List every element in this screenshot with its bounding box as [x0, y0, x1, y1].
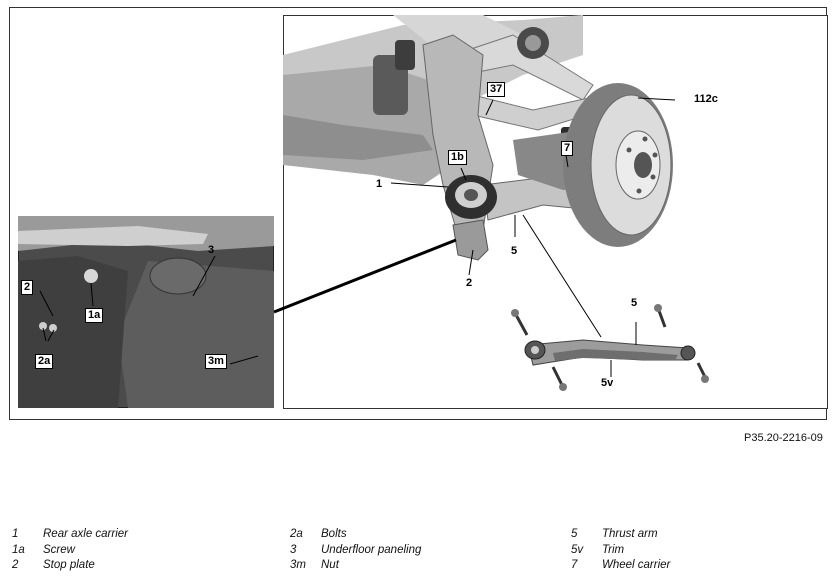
- legend-item: 5 Thrust arm: [571, 528, 670, 544]
- legend-item: 1 Rear axle carrier: [12, 528, 128, 544]
- callout-37: 37: [487, 82, 506, 97]
- callout-5v: 5v: [601, 377, 614, 389]
- legend-label: Stop plate: [43, 559, 95, 571]
- legend-column-1: 1 Rear axle carrier 1a Screw 2 Stop plate: [12, 528, 128, 575]
- legend-key: 3: [290, 543, 297, 556]
- legend-key: 2: [12, 559, 19, 571]
- legend-label: Wheel carrier: [602, 559, 671, 571]
- legend-label: Bolts: [321, 528, 347, 540]
- legend-key: 5: [571, 528, 578, 540]
- callout-3m: 3m: [205, 354, 227, 369]
- legend-key: 1: [12, 528, 19, 540]
- callout-1b: 1b: [448, 150, 467, 165]
- legend-item: 3 Underfloor paneling: [290, 544, 421, 560]
- callout-5-main: 5: [511, 245, 518, 257]
- legend-item: 5v Trim: [571, 544, 670, 560]
- legend-column-2: 2a Bolts 3 Underfloor paneling 3m Nut: [290, 528, 421, 575]
- legend-key: 3m: [290, 559, 306, 571]
- callout-2-inset: 2: [21, 280, 34, 295]
- legend-item: 1a Screw: [12, 544, 128, 560]
- legend-item: 3m Nut: [290, 559, 421, 575]
- callout-7: 7: [561, 141, 574, 156]
- callout-1a: 1a: [85, 308, 104, 323]
- callout-112c: 112c: [694, 93, 718, 105]
- legend-label: Thrust arm: [602, 528, 658, 540]
- underfloor-inset-photo: [18, 216, 274, 408]
- legend-label: Underfloor paneling: [321, 543, 422, 556]
- callout-1: 1: [376, 178, 383, 190]
- rear-axle-photo: [283, 15, 828, 409]
- legend-item: 2a Bolts: [290, 528, 421, 544]
- callout-5-exploded: 5: [631, 297, 638, 309]
- inset-connector-line: [273, 238, 457, 314]
- callout-2a: 2a: [35, 354, 54, 369]
- legend-label: Screw: [43, 543, 75, 556]
- legend-item: 2 Stop plate: [12, 559, 128, 575]
- legend-item: 7 Wheel carrier: [571, 559, 670, 575]
- legend-column-3: 5 Thrust arm 5v Trim 7 Wheel carrier: [571, 528, 670, 575]
- figure-code: P35.20-2216-09: [744, 432, 823, 444]
- legend-label: Rear axle carrier: [43, 528, 128, 540]
- legend-key: 5v: [571, 543, 584, 556]
- callout-2-main: 2: [466, 277, 473, 289]
- callout-3: 3: [208, 244, 215, 256]
- legend-label: Nut: [321, 559, 339, 571]
- legend-key: 1a: [12, 543, 25, 556]
- legend-label: Trim: [602, 543, 625, 556]
- legend-key: 2a: [290, 528, 303, 540]
- legend-key: 7: [571, 559, 578, 571]
